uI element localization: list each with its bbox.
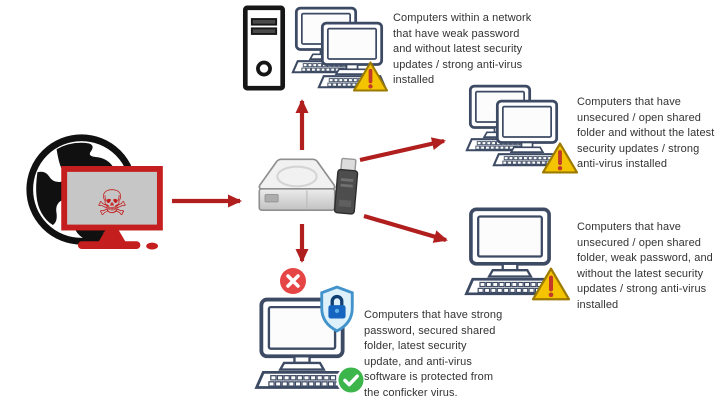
check-circle-icon [336,365,366,395]
annotation-weak-password-computers: Computers that have unsecured / open sha… [577,221,713,312]
skull-icon: ☠ [96,183,128,224]
shield-lock-icon [320,285,354,333]
warning-triangle-icon [352,60,389,93]
warning-triangle-icon [531,266,571,302]
annotation-shared-folder-computers: Computers that have unsecured / open sha… [577,96,715,171]
tower-pc-icon [241,5,287,91]
arrow-media-to-weakpassword [363,213,448,243]
blocked-x-icon [280,268,306,294]
usb-drive-icon [333,157,359,215]
annotation-protected-computer: Computers that have strong password, sec… [364,309,503,400]
hard-drive-icon [258,158,336,211]
infected-computer-icon: ☠ [61,166,163,250]
warning-triangle-icon [541,141,579,175]
arrow-media-to-sharedfolder [359,137,446,163]
annotation-network-computers: Computers within a network that have wea… [393,12,532,87]
